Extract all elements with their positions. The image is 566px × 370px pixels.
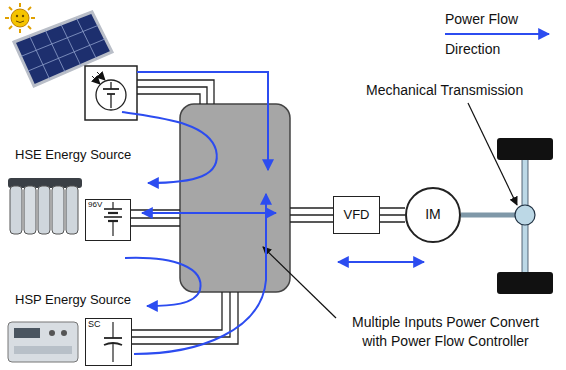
source-symbol-box: SC xyxy=(85,318,132,366)
leader-line xyxy=(468,103,517,205)
pv-symbol-box xyxy=(85,66,137,120)
callout-label: Multiple Inputs Power Convert with Power… xyxy=(338,313,553,351)
supercapacitor-device xyxy=(8,322,78,362)
leader-line xyxy=(263,247,336,318)
source-value: SC xyxy=(88,320,129,330)
callout-label: Mechanical Transmission xyxy=(366,82,523,98)
energy-source: HSE Energy Source96V xyxy=(15,147,131,163)
battery-pack xyxy=(8,178,82,234)
energy-source: HSP Energy SourceSC xyxy=(15,292,131,308)
source-value: 96V xyxy=(88,201,128,210)
power-flow-arrows xyxy=(122,72,424,354)
motor-circle: IM xyxy=(405,187,461,243)
node-label: IM xyxy=(425,207,441,222)
node-label: VFD xyxy=(344,208,370,222)
source-symbol-box: 96V xyxy=(85,199,131,241)
capacitor-symbol xyxy=(85,318,132,366)
sun-icon xyxy=(5,3,35,33)
power-converter-block xyxy=(180,104,290,292)
source-heading: HSP Energy Source xyxy=(15,292,131,308)
vfd-box: VFD xyxy=(333,196,380,234)
legend-text: Power Flow Direction xyxy=(445,4,527,64)
power-wires xyxy=(131,80,333,344)
motor-wires xyxy=(380,208,405,222)
source-heading: HSE Energy Source xyxy=(15,147,131,163)
legend-arrow-sample xyxy=(445,33,549,35)
battery-symbol xyxy=(85,199,131,241)
mechanical-transmission xyxy=(461,138,553,294)
